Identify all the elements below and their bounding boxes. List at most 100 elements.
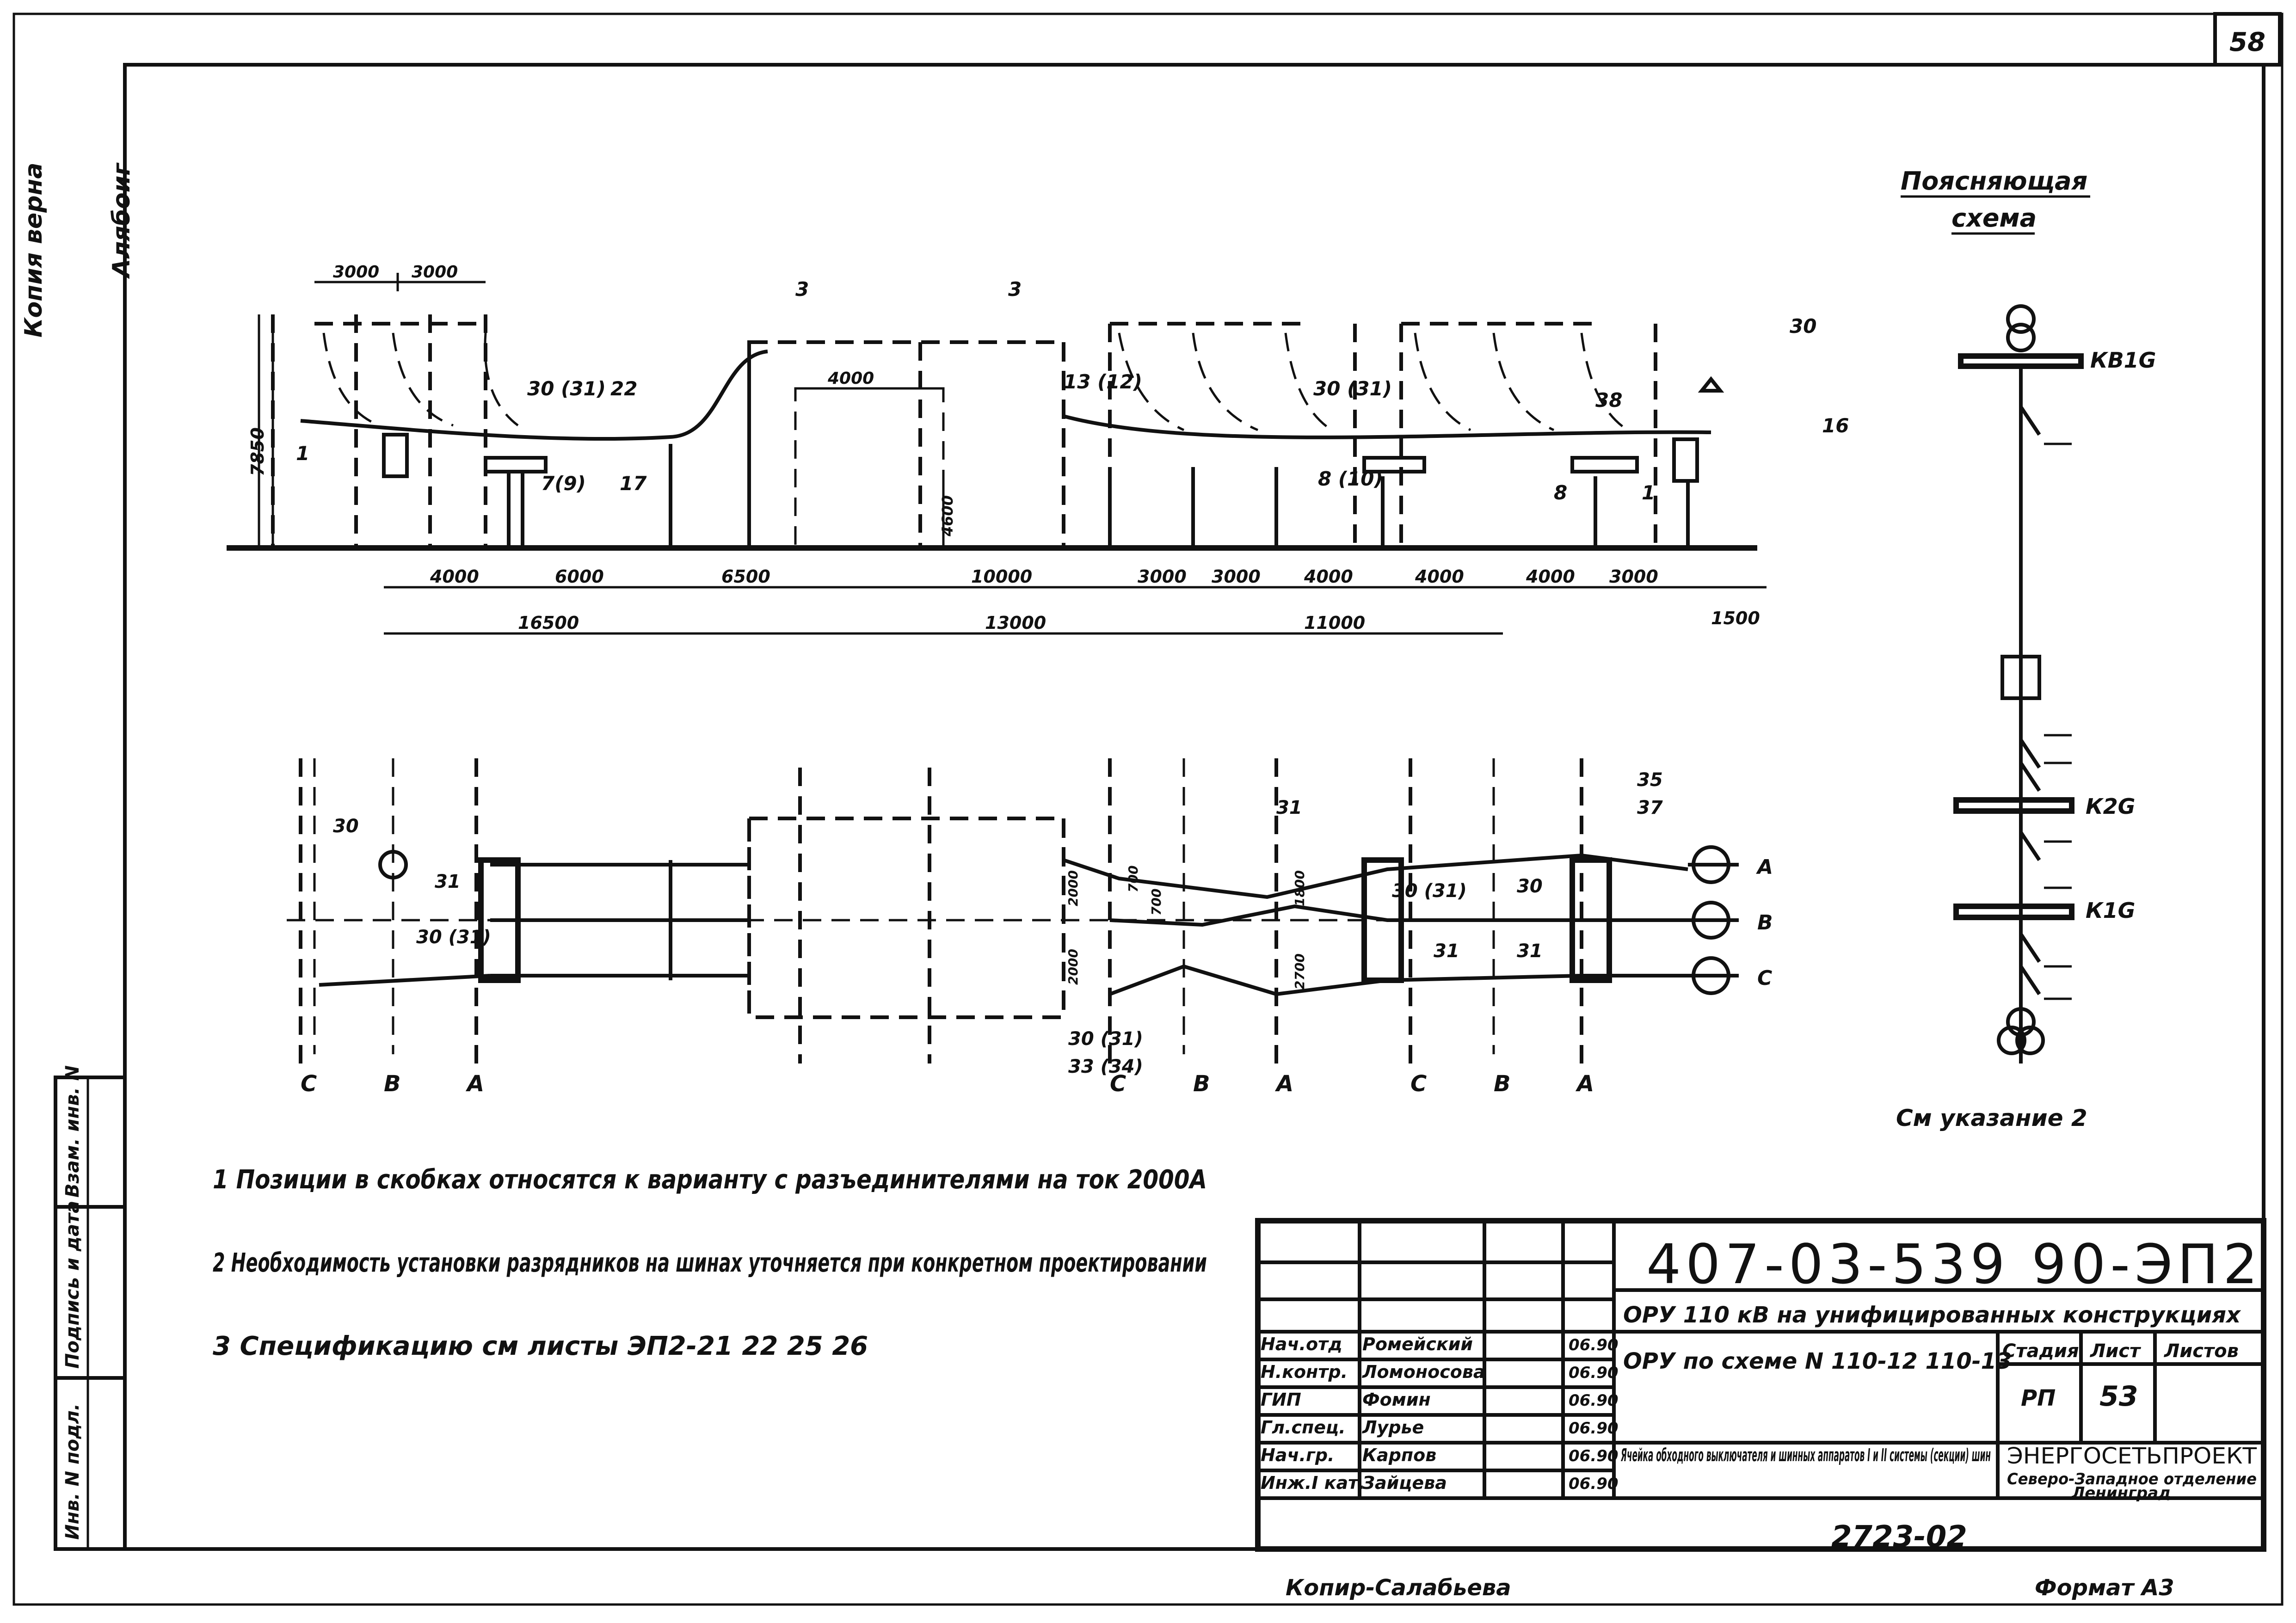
elev-callout-14: 16 [1822, 414, 1849, 437]
note-2: 2 Необходимость установки разрядников на… [213, 1248, 1207, 1278]
staff-name-3: Лурье [1362, 1417, 1424, 1438]
staff-date-0: 06.90 [1569, 1336, 1619, 1354]
plan-callout-1: 31 [435, 871, 461, 892]
staff-date-2: 06.90 [1569, 1391, 1619, 1410]
plan-callout-8: 1800 [1292, 870, 1307, 906]
side-stamp-label-2: Подпись и дата [62, 1201, 83, 1369]
dim-bottom-7: 4000 [1415, 566, 1464, 587]
elev-callout-12: 1 [1642, 481, 1655, 504]
plan-phase-5: A [1274, 1071, 1293, 1097]
note-3: 3 Спецификацию см листы ЭП2-21 22 25 26 [213, 1331, 868, 1361]
staff-date-5: 06.90 [1569, 1475, 1619, 1493]
scheme-label-1: К2G [2086, 794, 2135, 819]
corner-number: 58 [2229, 27, 2265, 57]
plan-callout-17: 33 (34) [1068, 1056, 1143, 1077]
dim-overall-2: 11000 [1304, 613, 1365, 633]
scheme-label-0: КВ1G [2090, 348, 2156, 373]
plan-callout-0: 30 [333, 816, 359, 837]
elev-callout-3: 30 (31) [527, 377, 606, 400]
plan-callout-16: 30 (31) [1068, 1028, 1143, 1050]
tb-col-stage: Стадия [2002, 1340, 2079, 1362]
elev-callout-8: 30 (31) [1313, 377, 1392, 400]
tb-scheme: ОРУ по схеме N 110-12 110-13 [1623, 1348, 2012, 1374]
staff-name-2: Фомин [1362, 1389, 1431, 1410]
scheme-title-2: схема [1951, 203, 2037, 233]
tb-org-2: Северо-Западное отделение [2007, 1470, 2257, 1488]
tb-col-sheets: Листов [2164, 1340, 2239, 1362]
dim-bottom-0: 4000 [430, 566, 479, 587]
plan-callout-4: 2000 [1065, 949, 1081, 985]
plan-outgoing-phase-1: B [1757, 911, 1773, 934]
elev-callout-0: 3 [795, 278, 809, 301]
tb-org-3: Ленинград [2071, 1484, 2171, 1502]
elev-callout-6: 17 [620, 472, 647, 495]
staff-role-1: Н.контр. [1261, 1362, 1348, 1382]
plan-phase-4: B [1193, 1071, 1210, 1097]
plan-callout-13: 31 [1517, 941, 1543, 962]
staff-date-3: 06.90 [1569, 1419, 1619, 1438]
title-block: 407-03-539 90-ЭП2 ОРУ 110 кВ на унифицир… [1255, 1218, 2266, 1552]
staff-name-5: Зайцева [1362, 1473, 1447, 1493]
plan-phase-1: B [384, 1071, 401, 1097]
elev-callout-2: 1 [296, 442, 309, 465]
outer-frame [12, 12, 2284, 1606]
elevation-view: 7850 3000 3000 4000 4600 1500 4000 6000 65… [227, 263, 1849, 635]
drawing-frame [123, 63, 2265, 1551]
dim-bottom-8: 4000 [1526, 566, 1575, 587]
inventory-number: 2723-02 [1831, 1520, 1967, 1554]
plan-phase-6: C [1410, 1071, 1427, 1097]
dim-height: 7850 [247, 427, 268, 476]
plan-callout-6: 700 [1149, 889, 1164, 916]
dim-bottom-4: 3000 [1138, 566, 1187, 587]
tb-col-sheet: Лист [2090, 1340, 2142, 1362]
side-stamp-label-1: Инв. N подл. [62, 1403, 83, 1540]
dim-bottom-1: 6000 [555, 566, 604, 587]
plan-outgoing-phase-0: A [1756, 855, 1773, 879]
corner-number-box [2213, 12, 2282, 67]
dim-bottom-5: 3000 [1212, 566, 1261, 587]
dim-bottom-3: 10000 [971, 566, 1032, 587]
dim-bottom-2: 6500 [721, 566, 770, 587]
plan-callout-7: 31 [1276, 797, 1302, 818]
staff-date-1: 06.90 [1569, 1364, 1619, 1382]
dim-bottom-9: 3000 [1609, 566, 1658, 587]
copied-by: Копир-Салабьева [1286, 1575, 1511, 1601]
scheme-title-1: Поясняющая [1901, 166, 2087, 196]
elev-callout-13: 30 [1790, 315, 1816, 338]
staff-name-0: Ромейский [1362, 1334, 1473, 1354]
dim-top-0: 3000 [333, 263, 379, 282]
dim-inner-1: 4600 [939, 495, 956, 537]
plan-phase-3: C [1110, 1071, 1126, 1097]
dim-overall-1: 13000 [985, 613, 1046, 633]
plan-callout-3: 2000 [1065, 870, 1081, 906]
tb-stage: РП [2021, 1385, 2056, 1411]
explanatory-scheme: Поясняющая схема КВ1G К2G К1G См указани… [1896, 166, 2156, 1131]
scheme-note: См указание 2 [1896, 1105, 2087, 1131]
staff-date-4: 06.90 [1569, 1447, 1619, 1465]
staff-role-0: Нач.отд [1261, 1334, 1342, 1354]
staff-name-1: Ломоносова [1362, 1362, 1485, 1382]
staff-role-4: Нач.гр. [1261, 1445, 1334, 1465]
elev-callout-7: 13 (12) [1064, 370, 1142, 393]
plan-phase-2: A [465, 1071, 484, 1097]
tb-project: ОРУ 110 кВ на унифицированных конструкци… [1623, 1302, 2241, 1328]
tb-sheet-no: 53 [2099, 1380, 2138, 1413]
dim-bottom-6: 4000 [1304, 566, 1353, 587]
tb-org-1: ЭНЕРГОСЕТЬПРОЕКТ [2007, 1443, 2257, 1469]
plan-callout-10: 30 (31) [1392, 880, 1467, 902]
plan-callout-2: 30 (31) [416, 927, 491, 948]
elev-callout-5: 7(9) [541, 472, 586, 495]
dim-side: 1500 [1711, 608, 1760, 628]
dim-overall-0: 16500 [518, 613, 579, 633]
side-note-copy: Копия верна [20, 163, 48, 338]
side-stamp: Инв. N подл. Подпись и дата Взам. инв. N [54, 1065, 127, 1551]
plan-phase-7: B [1494, 1071, 1511, 1097]
elev-callout-1: 3 [1008, 278, 1022, 301]
staff-role-3: Гл.спец. [1261, 1417, 1346, 1438]
plan-callout-11: 31 [1434, 941, 1459, 962]
plan-callout-9: 2700 [1292, 953, 1307, 990]
elev-callout-10: 38 [1595, 389, 1622, 412]
dim-inner-0: 4000 [827, 369, 874, 388]
